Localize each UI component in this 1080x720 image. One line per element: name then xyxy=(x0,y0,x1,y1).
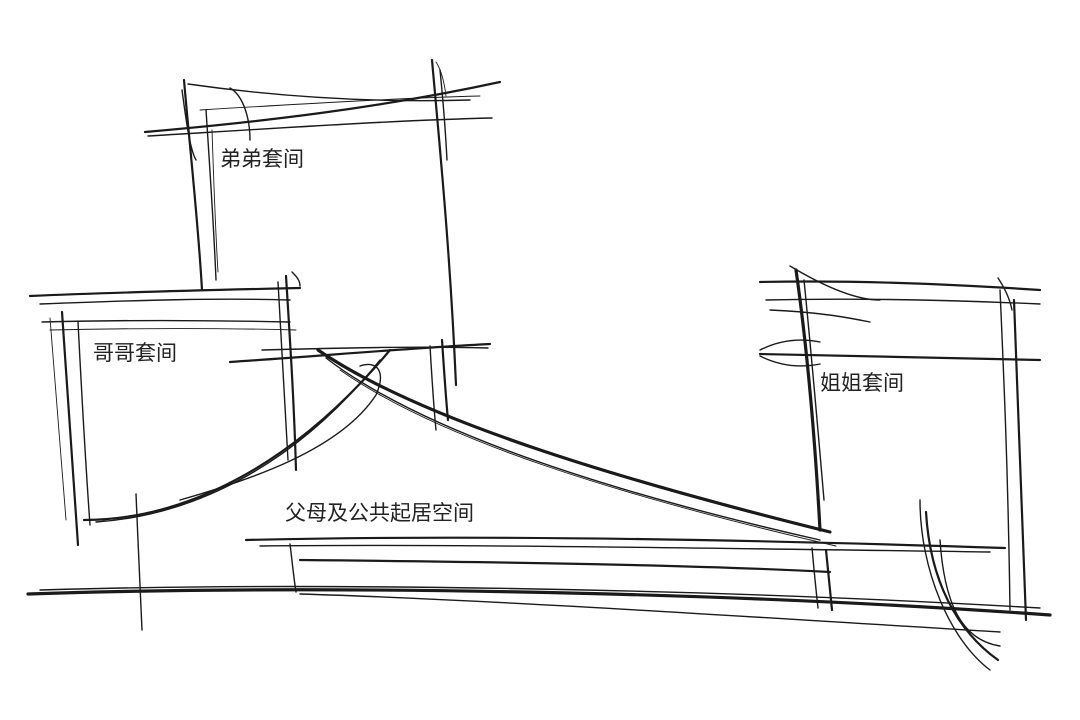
parents-public-space-label: 父母及公共起居空间 xyxy=(285,501,474,525)
sister-suite-sketch xyxy=(758,265,1042,622)
elder-brother-suite-sketch xyxy=(28,271,392,631)
younger-brother-suite-sketch xyxy=(143,58,502,387)
sister-suite-label: 姐姐套间 xyxy=(820,371,904,395)
central-connecting-sketch xyxy=(228,338,837,547)
parents-public-space-sketch xyxy=(26,499,1052,671)
younger-brother-suite-label: 弟弟套间 xyxy=(220,147,304,171)
elder-brother-suite-label: 哥哥套间 xyxy=(93,341,177,365)
